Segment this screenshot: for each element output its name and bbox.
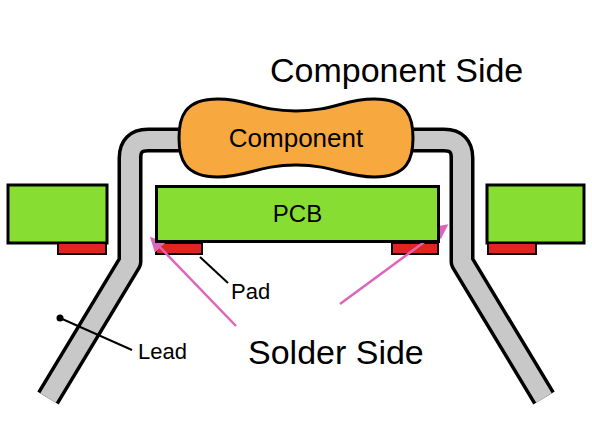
pad-leader xyxy=(200,257,228,283)
pointer-arrow xyxy=(152,239,236,326)
pad xyxy=(58,243,106,254)
pcb-left-piece xyxy=(8,185,107,243)
side-label: Solder Side xyxy=(248,334,424,371)
lead-leader xyxy=(60,318,132,350)
component-body: Component xyxy=(178,97,414,179)
pcb-right-piece xyxy=(487,185,584,243)
side-label: Component Side xyxy=(270,52,523,89)
lead xyxy=(48,140,200,398)
lead-outline xyxy=(48,140,200,398)
part-label: Pad xyxy=(231,280,270,304)
pcb-board: PCB xyxy=(155,185,440,243)
component-shape xyxy=(179,99,413,177)
node-text: Component xyxy=(229,124,363,153)
pad xyxy=(488,243,536,254)
leads xyxy=(48,140,544,398)
node-text: PCB xyxy=(273,201,322,227)
part-label: Lead xyxy=(138,340,187,364)
